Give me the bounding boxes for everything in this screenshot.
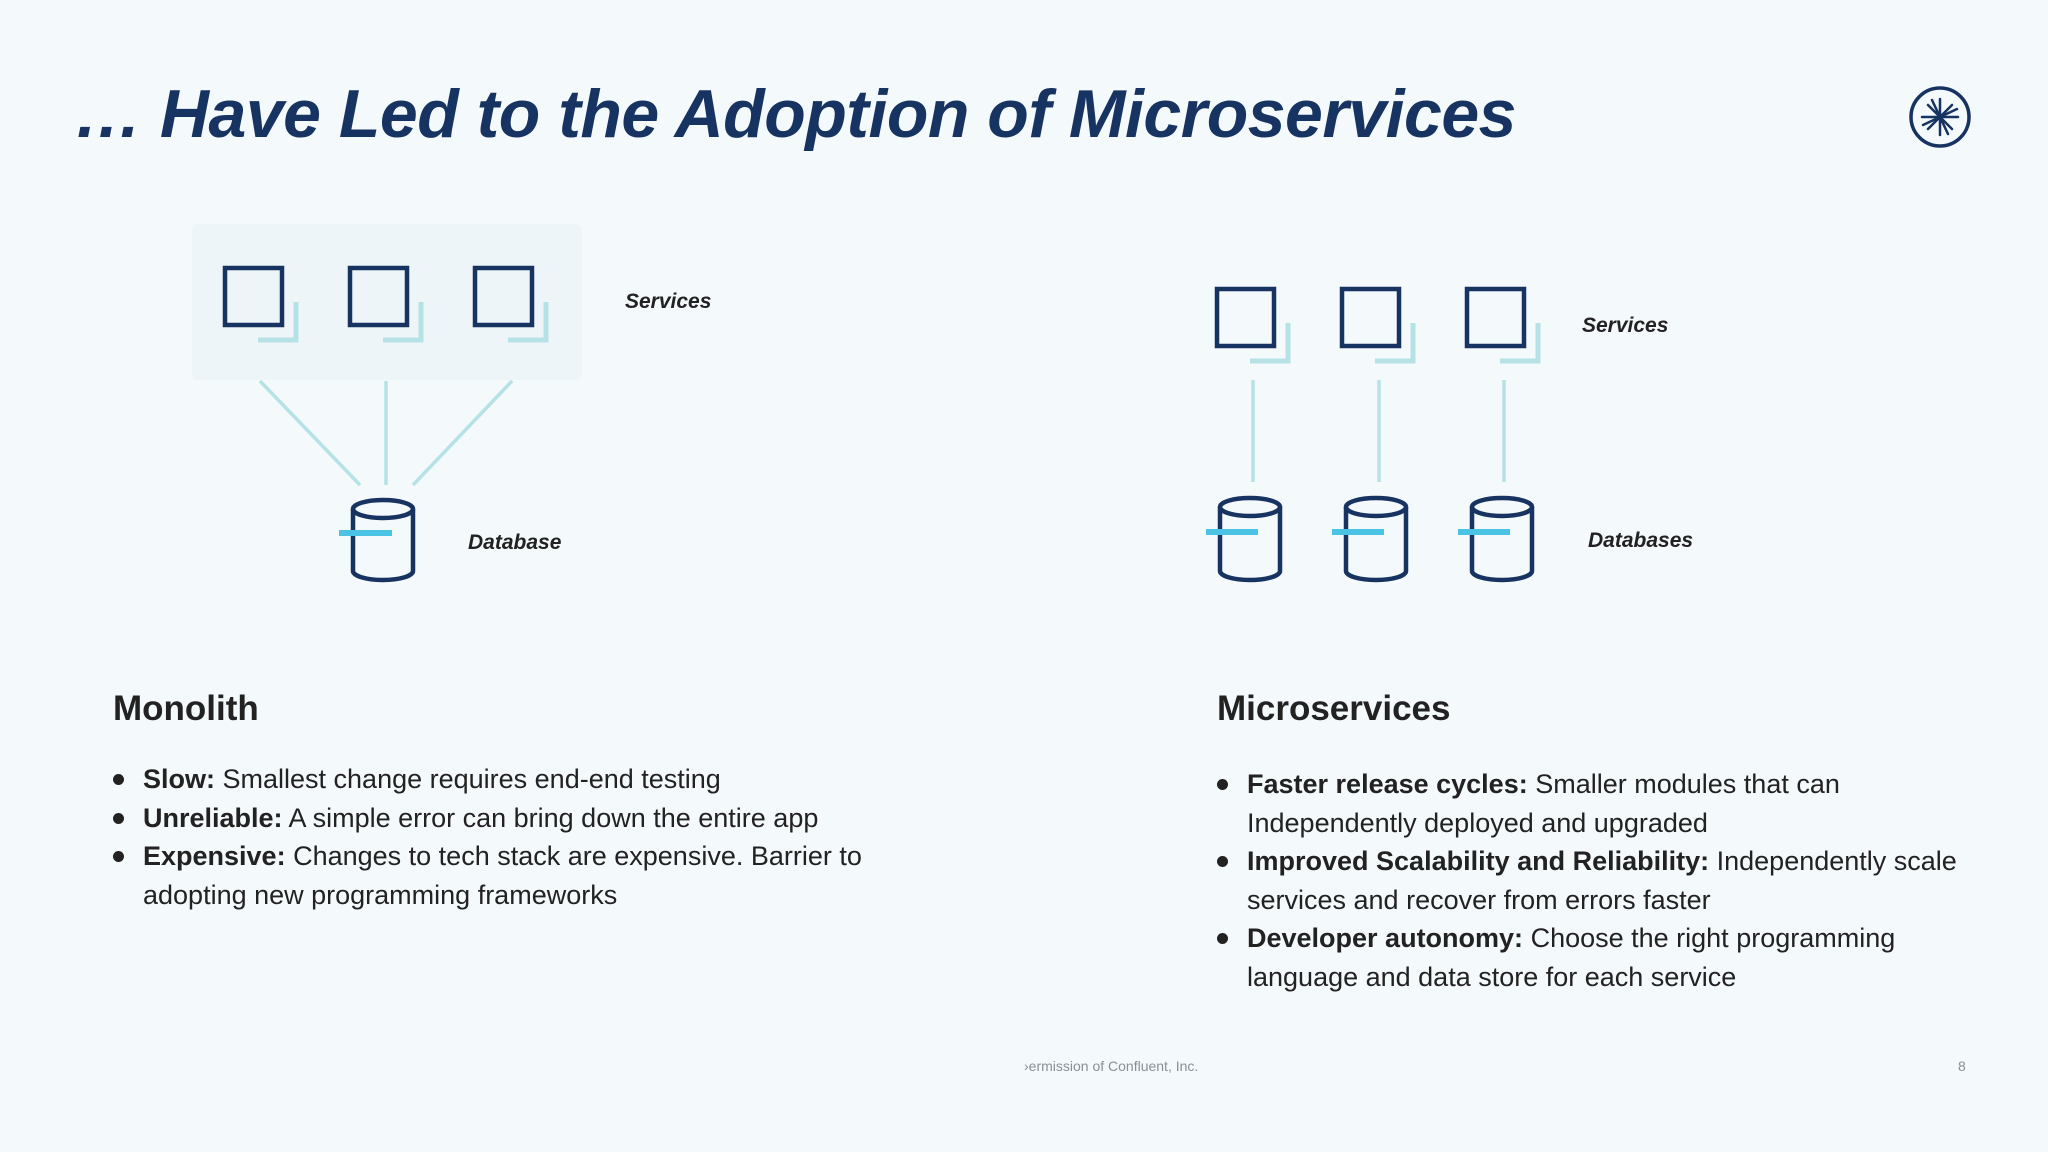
connector-lines: [258, 379, 514, 487]
footer-copyright: ›ermission of Confluent, Inc.: [1024, 1058, 1199, 1074]
database-icon: [1206, 495, 1283, 583]
database-icon: [1332, 495, 1409, 583]
monolith-heading: Monolith: [113, 689, 259, 728]
database-label: Database: [468, 531, 562, 554]
database-icon: [339, 497, 416, 583]
services-group-background: [192, 224, 582, 380]
list-item: Expensive: Changes to tech stack are exp…: [113, 837, 893, 914]
monolith-diagram: Services Database: [192, 224, 711, 583]
list-item: Slow: Smallest change requires end-end t…: [113, 760, 893, 799]
bullet-text: A simple error can bring down the entire…: [282, 802, 819, 833]
microservices-diagram: Services Databases: [1206, 286, 1693, 583]
list-item: Unreliable: A simple error can bring dow…: [113, 799, 893, 838]
bullet-text: Choose the right programming language an…: [1247, 923, 1896, 992]
bullet-text: Independently scale services and recover…: [1247, 846, 1957, 915]
connector-lines: [1251, 380, 1506, 482]
bullet-lead: Developer autonomy:: [1247, 923, 1524, 953]
bullet-lead: Unreliable:: [143, 802, 283, 833]
databases-label: Databases: [1588, 529, 1693, 552]
service-icon: [1214, 286, 1291, 364]
list-item: Faster release cycles: Smaller modules t…: [1217, 765, 1977, 842]
bullet-text: Changes to tech stack are expensive. Bar…: [143, 841, 862, 910]
database-icon: [1458, 495, 1535, 583]
services-label: Services: [1582, 314, 1668, 337]
confluent-asterisk-icon: [1909, 86, 1971, 148]
services-label: Services: [625, 290, 711, 313]
bullet-text: Smaller modules that can Independently d…: [1247, 769, 1840, 838]
slide-title: … Have Led to the Adoption of Microservi…: [74, 76, 1517, 152]
bullet-lead: Slow:: [143, 764, 215, 794]
service-icon: [347, 265, 424, 343]
service-icon: [222, 265, 299, 343]
bullet-lead: Faster release cycles:: [1247, 769, 1528, 799]
list-item: Improved Scalability and Reliability: In…: [1217, 842, 1977, 919]
bullet-lead: Expensive:: [143, 841, 286, 871]
microservices-heading: Microservices: [1217, 689, 1451, 728]
microservices-bullet-list: Faster release cycles: Smaller modules t…: [1217, 765, 1977, 996]
service-icon: [472, 265, 549, 343]
monolith-bullet-list: Slow: Smallest change requires end-end t…: [113, 760, 893, 914]
service-icon: [1464, 286, 1541, 364]
list-item: Developer autonomy: Choose the right pro…: [1217, 919, 1977, 996]
bullet-text: Smallest change requires end-end testing: [215, 764, 721, 794]
page-number: 8: [1958, 1058, 1966, 1074]
service-icon: [1339, 286, 1416, 364]
bullet-lead: Improved Scalability and Reliability:: [1247, 846, 1710, 876]
